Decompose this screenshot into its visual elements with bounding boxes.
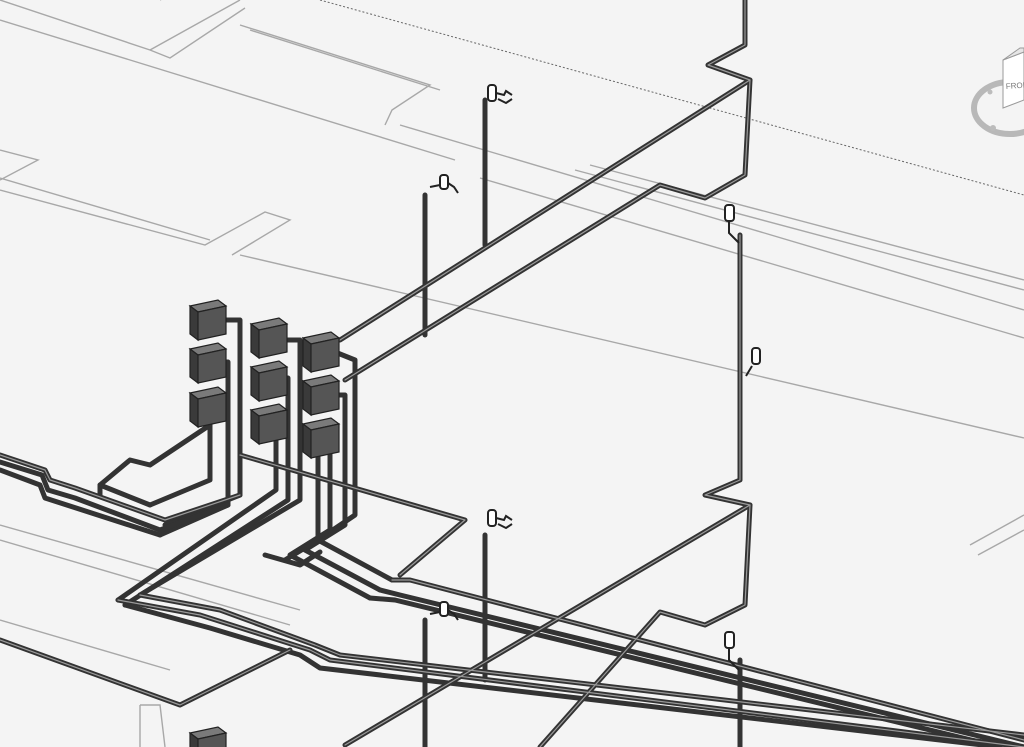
view-cube-icon[interactable] (1002, 47, 1024, 109)
manifold-box-icon (249, 403, 289, 446)
view-cube-face-label: FRON (1006, 80, 1024, 91)
faucet-icon (487, 84, 513, 105)
faucet-icon (487, 509, 513, 530)
manifold-box-icon (249, 317, 289, 360)
manifold-box-icon (301, 417, 341, 460)
manifold-box-icon (188, 726, 228, 747)
manifold-units (188, 299, 341, 747)
wall-faucets (429, 84, 761, 671)
manifold-box-icon (188, 386, 228, 429)
manifold-box-icon (188, 299, 228, 342)
manifold-box-icon (188, 342, 228, 385)
view-cube-compass-marker[interactable] (987, 89, 993, 95)
view-cube-compass-marker[interactable] (990, 125, 996, 131)
reference-line (319, 0, 1024, 196)
manifold-box-icon (301, 374, 341, 417)
view-cube[interactable]: FRON (971, 47, 1024, 137)
manifold-box-icon (301, 331, 341, 374)
manifold-box-icon (249, 360, 289, 403)
faucet-icon (745, 347, 761, 377)
faucet-icon (429, 174, 459, 194)
faucet-icon (724, 204, 740, 244)
faucet-icon (429, 601, 459, 621)
faucet-icon (724, 631, 740, 671)
